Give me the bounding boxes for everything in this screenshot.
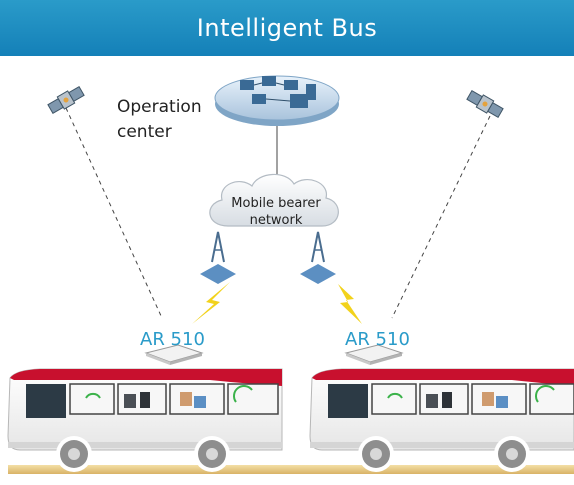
base-station-icon (200, 231, 236, 284)
diagram-canvas: Operation center Mobile bearer network A… (0, 56, 574, 480)
satellite-link-right (391, 115, 491, 319)
router-device-left (144, 344, 204, 365)
router-label-left: AR 510 (140, 329, 205, 350)
road (8, 465, 574, 474)
page-header: Intelligent Bus (0, 0, 574, 56)
mobile-network-cloud (209, 173, 339, 227)
satellite-link-left (65, 107, 163, 319)
operation-center-label: Operation center (117, 97, 202, 142)
base-station-icon (300, 231, 336, 284)
network-diagram (7, 75, 574, 474)
operation-center-icon (214, 75, 340, 126)
router-label-right: AR 510 (345, 329, 410, 350)
page-title: Intelligent Bus (196, 14, 378, 42)
satellite-icon (47, 85, 85, 115)
satellite-icon (466, 89, 504, 119)
bus-left (7, 368, 283, 472)
router-device-right (344, 344, 404, 365)
wireless-signal-icon (338, 284, 362, 324)
bus-right (309, 368, 574, 472)
wireless-signal-icon (192, 282, 230, 324)
mobile-network-label: Mobile bearer network (231, 196, 321, 228)
